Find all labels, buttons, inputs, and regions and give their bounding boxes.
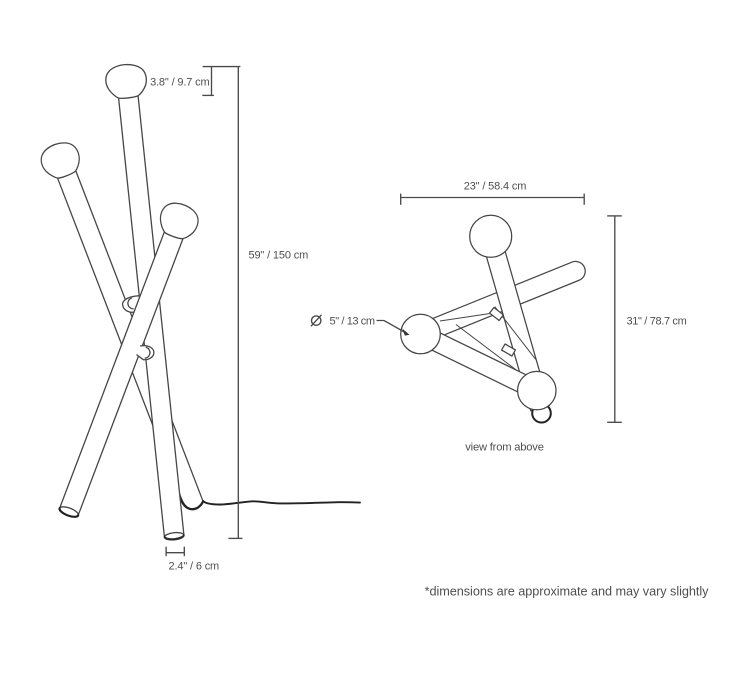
svg-text:view from above: view from above <box>465 442 543 454</box>
svg-text:5" / 13 cm: 5" / 13 cm <box>330 315 375 327</box>
svg-text:3.8" / 9.7 cm: 3.8" / 9.7 cm <box>150 77 209 89</box>
svg-text:59" / 150 cm: 59" / 150 cm <box>249 249 309 261</box>
svg-text:23" / 58.4 cm: 23" / 58.4 cm <box>464 181 527 193</box>
svg-text:2.4" / 6 cm: 2.4" / 6 cm <box>169 561 220 573</box>
svg-text:*dimensions are approximate an: *dimensions are approximate and may vary… <box>425 585 710 599</box>
svg-text:31" / 78.7 cm: 31" / 78.7 cm <box>627 315 687 327</box>
